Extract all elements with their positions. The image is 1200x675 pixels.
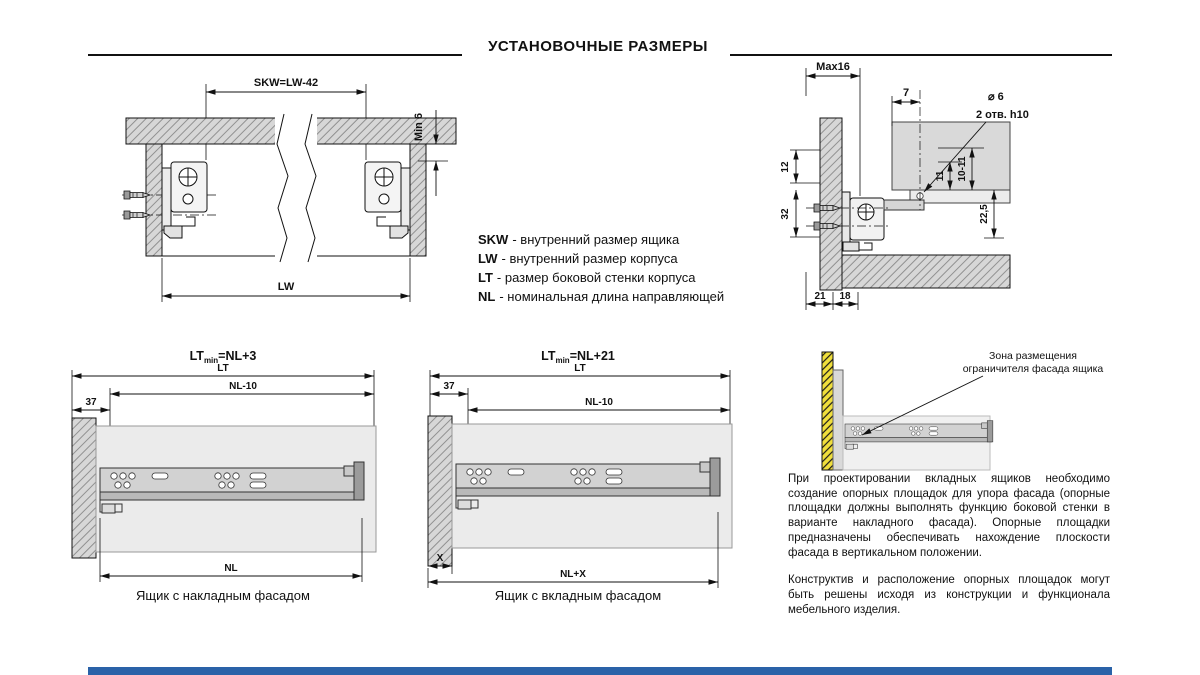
legend-desc: - размер боковой стенки корпуса xyxy=(496,270,696,285)
footer-accent-bar xyxy=(88,667,1112,675)
zone-label-line1: Зона размещения xyxy=(989,350,1077,362)
mounting-screws xyxy=(806,203,888,231)
dim-nl10-label: NL-10 xyxy=(229,381,257,392)
dim-min6: Min 6 xyxy=(413,110,448,196)
page-title: УСТАНОВОЧНЫЕ РАЗМЕРЫ xyxy=(488,38,708,55)
stopper-zone-drawing: Зона размещения ограничителя фасада ящик… xyxy=(821,350,1104,471)
legend-abbr: NL xyxy=(478,289,496,304)
dim-max16: Max16 xyxy=(805,61,861,196)
inset-drawer-drawing: LTmin=NL+21 LT 37 NL-10 X NL+X xyxy=(427,349,733,588)
dim-nlx-label: NL+X xyxy=(560,569,586,580)
legend-abbr: SKW xyxy=(478,232,509,247)
legend-row: SKW- внутренний размер ящика xyxy=(478,230,724,249)
dim-37: 37 xyxy=(72,397,110,413)
zone-label-line2: ограничителя фасада ящика xyxy=(963,363,1104,375)
dim-32: 32 xyxy=(780,190,820,238)
hole-callout: ⌀ 6 2 отв. h10 xyxy=(923,91,1029,193)
stopper-zone-highlight xyxy=(821,351,834,471)
dim-nlx: NL+X xyxy=(428,512,719,588)
dim-10-11-label: 10-11 xyxy=(957,156,968,181)
dim-skw: SKW=LW-42 xyxy=(205,77,367,160)
legend-row: LT- размер боковой стенки корпуса xyxy=(478,268,724,287)
break-lines xyxy=(275,113,317,263)
dim-11-label: 11 xyxy=(935,170,946,181)
dim-x-label: X xyxy=(437,553,444,564)
dim-nl10-label: NL-10 xyxy=(585,397,613,408)
inset-formula: LTmin=NL+21 xyxy=(541,349,615,365)
dim-max16-label: Max16 xyxy=(816,61,850,73)
dim-12-label: 12 xyxy=(780,161,791,173)
overlay-drawer-drawing: LTmin=NL+3 LT NL-10 37 NL xyxy=(71,349,377,582)
slide-front-bracket-left xyxy=(161,161,208,239)
fascia-panel xyxy=(71,417,97,559)
dim-lw-label: LW xyxy=(278,281,295,293)
legend-row: NL- номинальная длина направляющей xyxy=(478,287,724,306)
design-notes: При проектировании вкладных ящиков необх… xyxy=(788,472,1110,630)
dim-22-5-label: 22,5 xyxy=(979,204,990,224)
note-paragraph-2: Конструктив и расположение опорных площа… xyxy=(788,574,1110,616)
dimension-legend: SKW- внутренний размер ящика LW- внутрен… xyxy=(478,230,724,306)
dim-37-label: 37 xyxy=(85,397,97,408)
dim-22-5: 22,5 xyxy=(979,190,1004,239)
overlay-drawer-caption: Ящик с накладным фасадом xyxy=(136,588,310,603)
overlay-formula: LTmin=NL+3 xyxy=(190,349,257,365)
dim-diameter-label: ⌀ 6 xyxy=(988,91,1004,103)
dim-nl-label: NL xyxy=(224,563,237,574)
dim-32-label: 32 xyxy=(780,208,791,220)
dim-12: 12 xyxy=(780,149,820,184)
dim-21-label: 21 xyxy=(814,291,826,302)
legend-abbr: LW xyxy=(478,251,498,266)
dim-37-label: 37 xyxy=(443,381,455,392)
dim-7: 7 xyxy=(891,87,920,126)
legend-desc: - внутренний размер ящика xyxy=(512,232,680,247)
dim-nl: NL xyxy=(99,518,363,582)
cabinet-front-view-drawing: SKW=LW-42 Min 6 xyxy=(122,77,457,302)
legend-desc: - номинальная длина направляющей xyxy=(499,289,725,304)
holes-count-label: 2 отв. h10 xyxy=(976,109,1029,121)
slide-mounting-section-drawing: Max16 7 ⌀ 6 2 отв. h10 12 32 11 xyxy=(780,61,1029,310)
legend-row: LW- внутренний размер корпуса xyxy=(478,249,724,268)
title-rule-left xyxy=(88,54,462,56)
zone-leader-line xyxy=(861,375,984,436)
cabinet-left-wall xyxy=(145,143,163,257)
dim-min6-label: Min 6 xyxy=(413,113,425,141)
slide-bracket xyxy=(841,191,925,252)
dim-lw: LW xyxy=(161,258,411,302)
cabinet-side-panel xyxy=(819,117,843,291)
fascia-panel xyxy=(427,415,453,567)
note-paragraph-1: При проектировании вкладных ящиков необх… xyxy=(788,473,1110,559)
dim-21-18: 21 18 xyxy=(805,272,859,310)
dim-7-label: 7 xyxy=(903,87,909,99)
dim-nl10: NL-10 xyxy=(468,397,730,413)
cabinet-bottom-panel xyxy=(841,254,1011,289)
dim-lt-label: LT xyxy=(217,363,228,374)
legend-abbr: LT xyxy=(478,270,493,285)
drawer-bottom-panel xyxy=(909,189,1011,204)
slide-front-bracket-right xyxy=(364,161,411,239)
legend-desc: - внутренний размер корпуса xyxy=(501,251,678,266)
inset-drawer-caption: Ящик с вкладным фасадом xyxy=(494,588,662,603)
dim-10-11: 10-11 xyxy=(938,147,984,190)
dim-lt-label: LT xyxy=(574,363,585,374)
cabinet-front-edge xyxy=(832,369,844,471)
dim-skw-label: SKW=LW-42 xyxy=(254,77,318,89)
dim-18-label: 18 xyxy=(839,291,851,302)
dim-11: 11 xyxy=(935,161,962,190)
title-rule-right xyxy=(730,54,1112,56)
drawer-side-panel xyxy=(891,121,1011,191)
